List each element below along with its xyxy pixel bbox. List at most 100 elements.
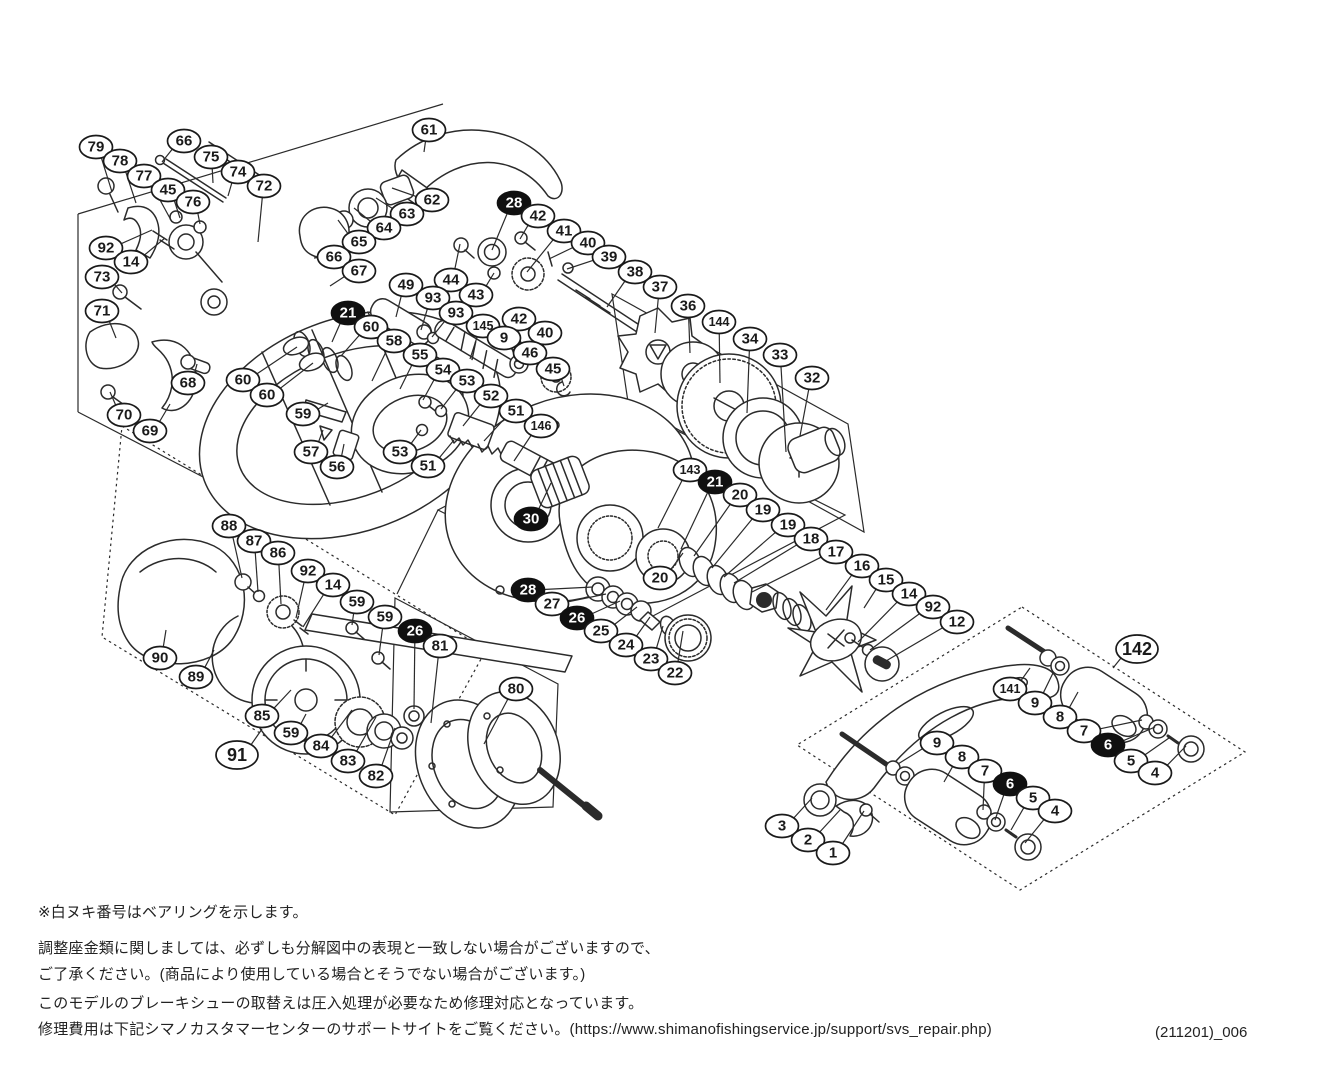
callout-bubble (150, 177, 186, 203)
callout-leader (391, 187, 418, 198)
callout-number: 14 (123, 254, 140, 271)
callout-4: 4 (1024, 798, 1073, 844)
callout-bubble (1066, 718, 1102, 744)
callout-bubble (1137, 760, 1173, 786)
callout-number: 75 (203, 149, 220, 166)
callout-leader (897, 747, 924, 765)
callout-number: 88 (221, 518, 238, 535)
callout-93: 93 (415, 285, 451, 331)
callout-number: 53 (459, 373, 476, 390)
callout-leader (438, 439, 455, 459)
callout-number: 4 (1051, 803, 1060, 820)
callout-number: 91 (227, 745, 247, 765)
callout-59: 59 (273, 713, 309, 746)
callout-5: 5 (1113, 737, 1170, 774)
callout-52: 52 (462, 383, 509, 427)
callout-leader (537, 482, 552, 511)
callout-93: 93 (431, 300, 474, 338)
bearing-callout-bubble (992, 771, 1028, 797)
callout-number: 52 (483, 388, 500, 405)
callout-66: 66 (161, 128, 202, 163)
callout-53: 53 (382, 429, 422, 465)
callout-bubble (367, 604, 403, 630)
callout-bubble (790, 827, 826, 853)
callout-number: 27 (544, 596, 561, 613)
callout-bubble (249, 382, 285, 408)
callout-76: 76 (175, 189, 211, 225)
callout-leader (462, 403, 482, 427)
callout-leader (119, 229, 153, 245)
callout-leader (109, 391, 117, 407)
callout-88: 88 (211, 513, 247, 579)
callout-bubble (102, 148, 138, 174)
callout-bubble (1017, 690, 1053, 716)
callout-leader (329, 275, 346, 287)
callout-number: 84 (313, 738, 330, 755)
callout-leader (422, 378, 436, 401)
callout-bubble (915, 594, 951, 620)
callout-142: 142 (1112, 634, 1159, 669)
callout-number: 21 (707, 474, 724, 491)
callout-leader (299, 713, 307, 725)
callout-number: 71 (94, 303, 111, 320)
callout-number: 45 (545, 361, 562, 378)
callout-bubble (341, 258, 377, 284)
callout-number: 15 (878, 572, 895, 589)
callout-37: 37 (642, 274, 678, 334)
callout-leader (1010, 806, 1025, 831)
callout-leader (688, 316, 691, 354)
callout-number: 63 (399, 206, 416, 223)
callout-bubble (770, 512, 806, 538)
callout-53: 53 (440, 368, 485, 410)
callout-number: 78 (112, 153, 129, 170)
callout-bubble (722, 482, 758, 508)
callout-number: 92 (300, 563, 317, 580)
callout-bubble (944, 744, 980, 770)
callout-83: 83 (330, 716, 377, 774)
callout-bubble (303, 733, 339, 759)
callout-number: 38 (627, 264, 644, 281)
callout-bubble (78, 134, 114, 160)
callout-bubble (473, 383, 509, 409)
callout-number: 43 (468, 287, 485, 304)
callout-leader (590, 600, 621, 615)
callout-leader (255, 346, 298, 375)
callout-15: 15 (863, 567, 904, 609)
callout-number: 40 (580, 235, 597, 252)
callout-23: 23 (633, 625, 669, 672)
callout-6: 6 (1090, 726, 1156, 758)
callout-leader (173, 199, 181, 219)
callout-number: 39 (601, 249, 618, 266)
callout-leader (655, 625, 664, 650)
callout-bubble (178, 664, 214, 690)
callout-leader (863, 587, 878, 609)
callout-bubble (293, 439, 329, 465)
callout-73: 73 (84, 264, 123, 294)
callout-bubble (319, 454, 355, 480)
callout-number: 145 (473, 319, 494, 333)
callout-bubble (523, 413, 559, 439)
callout-number: 14 (325, 577, 342, 594)
callout-bubble (84, 264, 120, 290)
callout-leader (469, 335, 479, 360)
callout-number: 146 (531, 419, 552, 433)
callout-bubble (215, 740, 259, 770)
callout-number: 2 (804, 832, 812, 849)
callout-bubble (193, 144, 229, 170)
callout-leader (420, 307, 429, 331)
callout-12: 12 (885, 609, 975, 662)
callout-bubble (1042, 704, 1078, 730)
callout-number: 61 (421, 122, 438, 139)
callout-leader (613, 606, 638, 626)
callout-bubble (244, 703, 280, 729)
callout-leader (423, 140, 427, 153)
callout-leader (161, 147, 174, 163)
callout-3: 3 (764, 797, 813, 839)
handle-assembly-drawing (803, 625, 1205, 861)
callout-9: 9 (897, 730, 955, 765)
callout-bubble (225, 367, 261, 393)
callout-number: 67 (351, 263, 368, 280)
callout-bubble (106, 402, 142, 428)
callout-number: 44 (443, 272, 460, 289)
callout-number: 54 (435, 362, 452, 379)
